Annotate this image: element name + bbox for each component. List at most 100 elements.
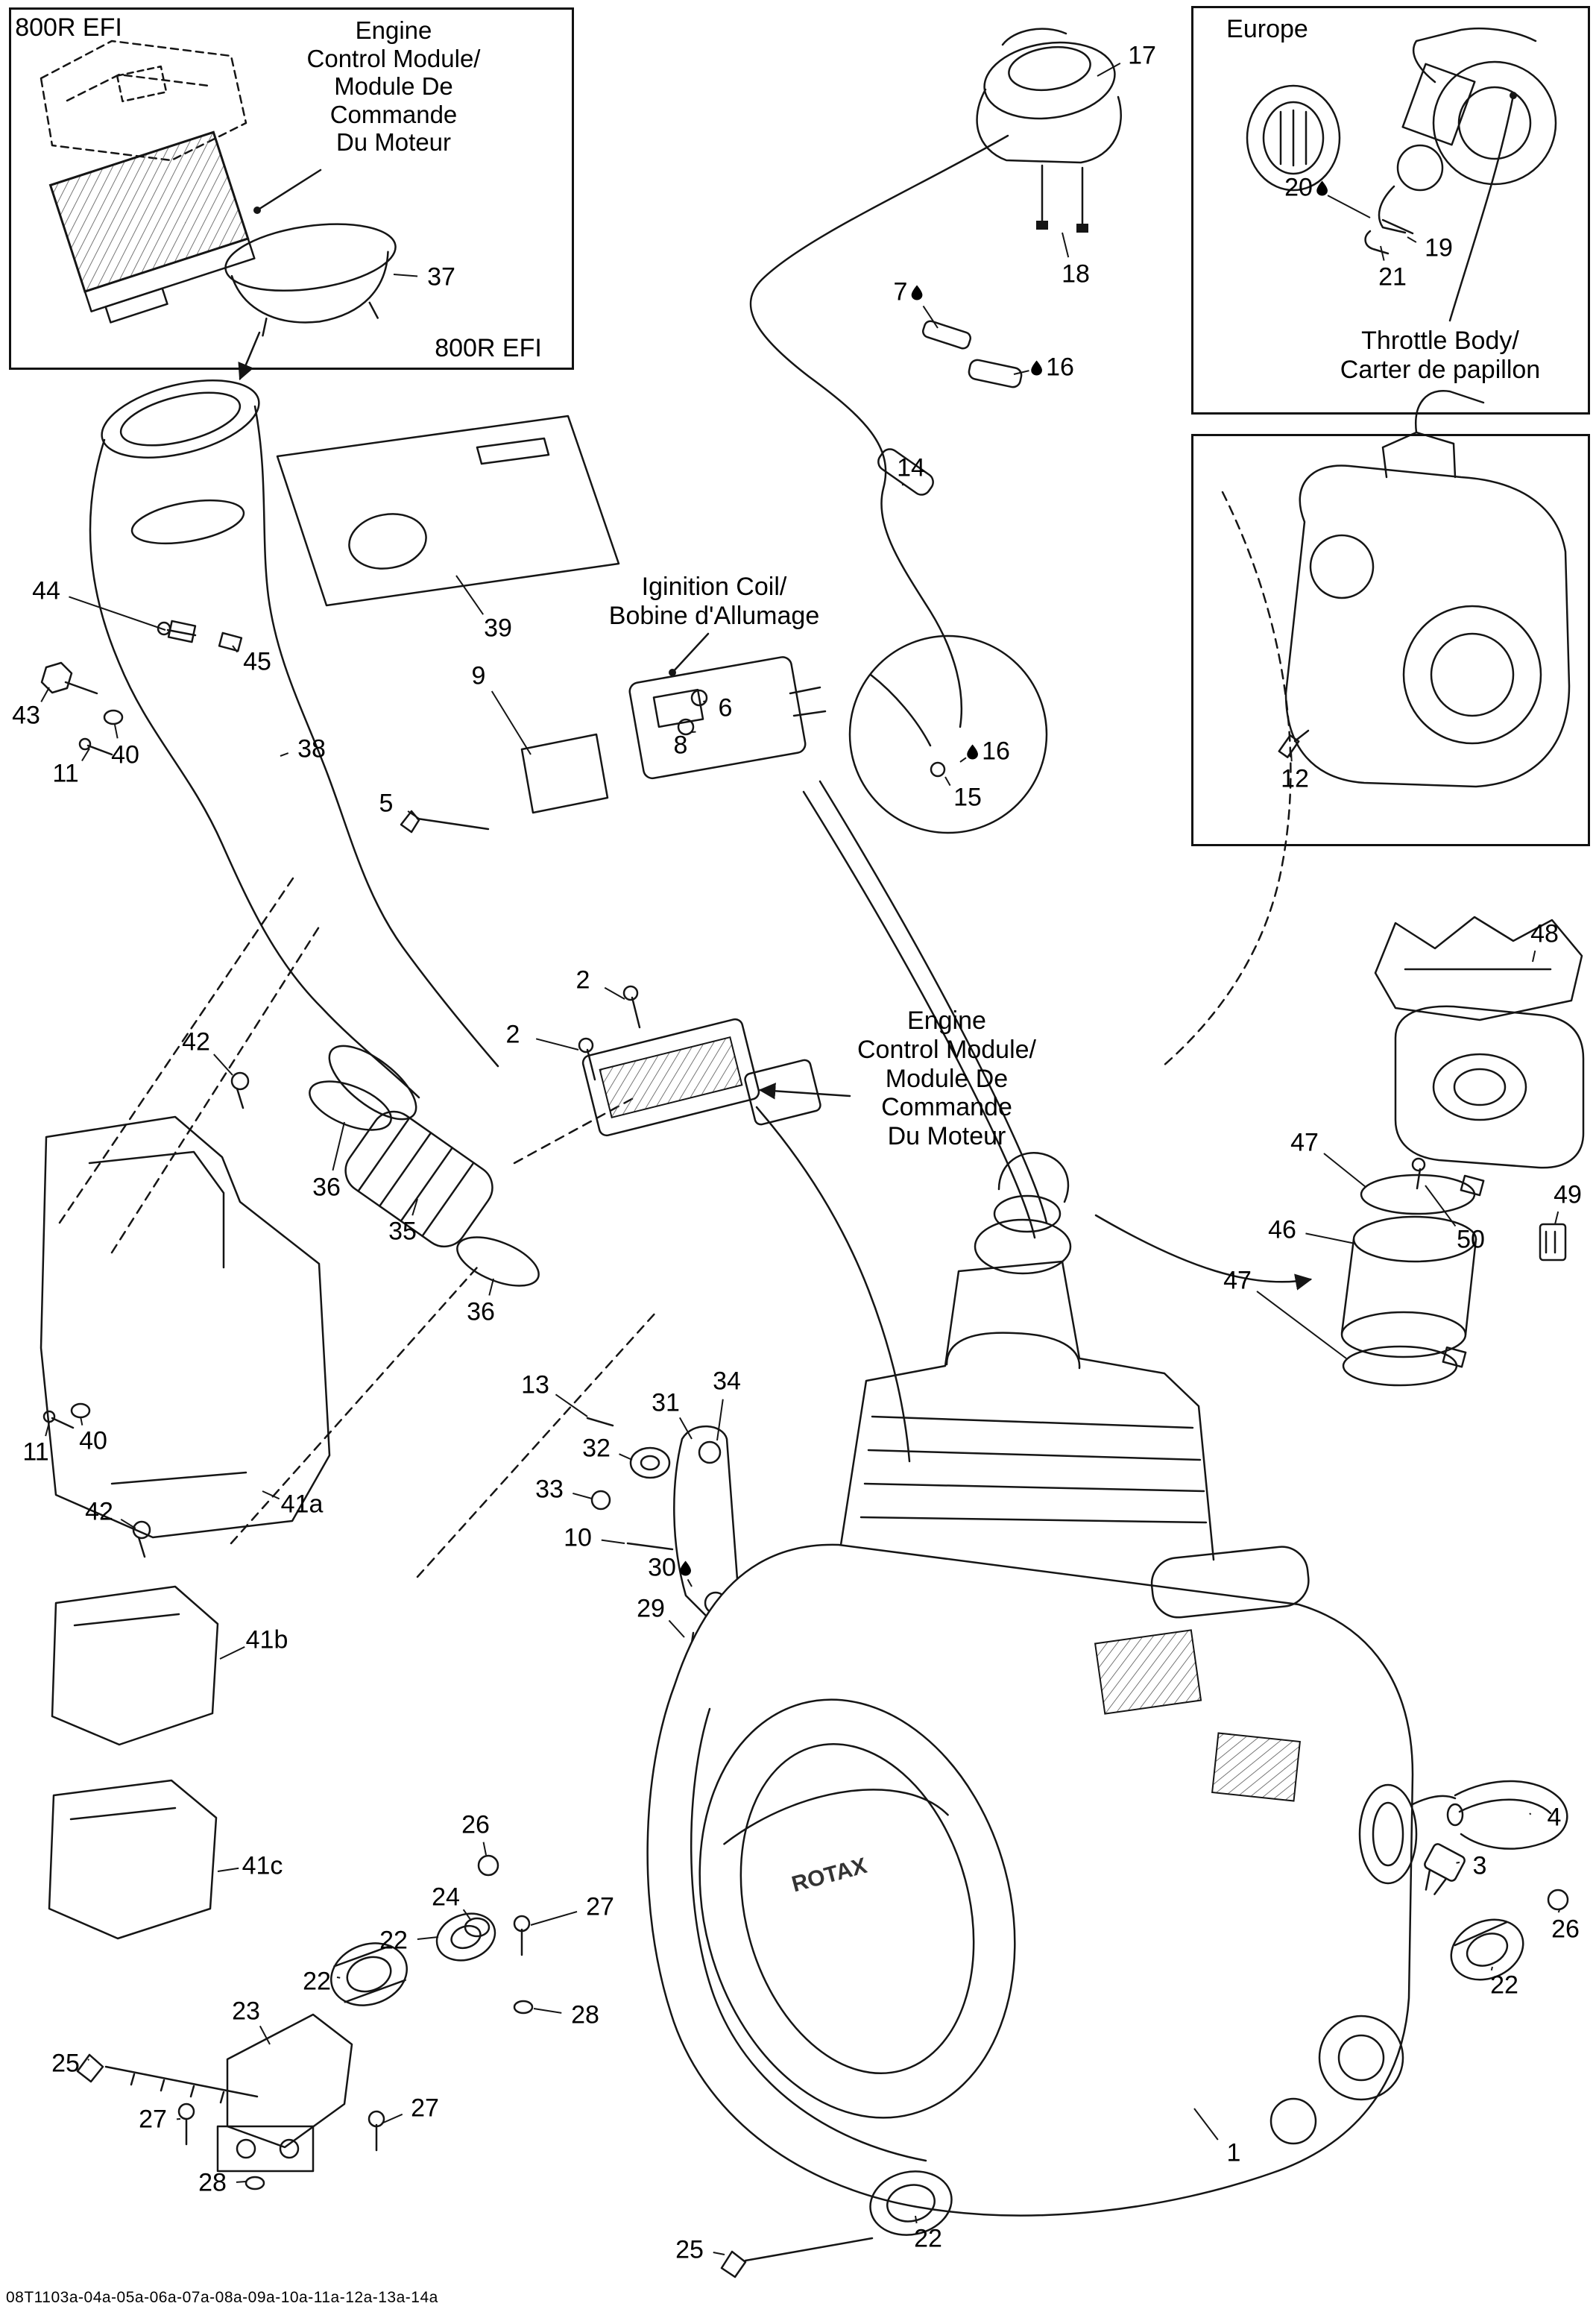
- callout-number: 22: [914, 2224, 942, 2253]
- oil-droplet-icon: [967, 744, 978, 759]
- intake-right-art: [1340, 916, 1585, 1387]
- leader-line-41c: [217, 1867, 239, 1872]
- ignition-coil-label-line: Bobine d'Allumage: [608, 601, 820, 630]
- callout-number: 7: [893, 277, 908, 306]
- ecm-main-label-line: Engine: [907, 1007, 986, 1035]
- callout-42: 42: [182, 1028, 210, 1057]
- label-europe: Europe: [1226, 15, 1308, 44]
- callout-number: 49: [1554, 1180, 1582, 1209]
- callout-number: 16: [982, 737, 1010, 766]
- callout-number: 19: [1425, 233, 1453, 262]
- callout-number: 48: [1530, 919, 1559, 948]
- leader-line-29: [668, 1619, 685, 1638]
- callout-number: 28: [571, 2000, 599, 2029]
- engine-art: ROTAX: [646, 1152, 1457, 2217]
- label-800r-efi-bottom: 800R EFI: [435, 334, 542, 363]
- callout-number: 44: [32, 576, 60, 605]
- leader-line-44: [69, 596, 166, 631]
- engine-side-view-art: [1278, 389, 1571, 788]
- callout-number: 42: [182, 1027, 210, 1056]
- callout-24: 24: [432, 1883, 460, 1912]
- callout-26: 26: [461, 1811, 490, 1840]
- callout-number: 28: [198, 2168, 227, 2197]
- callout-30: 30: [648, 1554, 691, 1583]
- callout-5: 5: [379, 790, 394, 819]
- callout-25: 25: [51, 2050, 80, 2079]
- leader-line-12: [1290, 751, 1293, 762]
- throttle-body-caption-line: Carter de papillon: [1340, 355, 1541, 384]
- leader-line-43: [40, 687, 50, 702]
- callout-number: 17: [1128, 41, 1156, 70]
- ecm-inset-title-line: Engine: [355, 16, 432, 44]
- callout-47: 47: [1223, 1267, 1252, 1296]
- callout-21: 21: [1378, 263, 1407, 292]
- leader-line-34: [716, 1399, 724, 1441]
- leader-line-22: [336, 1977, 341, 1979]
- oil-droplet-icon: [1316, 180, 1328, 195]
- callout-number: 2: [505, 1020, 520, 1049]
- callout-number: 37: [427, 262, 455, 292]
- leader-line-11: [81, 748, 90, 762]
- callout-33: 33: [535, 1475, 564, 1505]
- leader-line-22: [915, 2215, 918, 2224]
- callout-29: 29: [637, 1595, 665, 1624]
- callout-number: 26: [1551, 1915, 1580, 1944]
- callout-number: 21: [1378, 262, 1407, 292]
- boot-art: [132, 1071, 540, 1558]
- leader-line-40: [114, 724, 119, 739]
- callout-39: 39: [484, 614, 512, 643]
- callout-15: 15: [953, 784, 982, 813]
- leader-line-27: [381, 2113, 403, 2124]
- callout-number: 24: [432, 1883, 460, 1912]
- throttle-body-caption: Throttle Body/Carter de papillon: [1340, 327, 1540, 385]
- callout-number: 47: [1223, 1266, 1252, 1295]
- callout-22: 22: [303, 1968, 331, 1997]
- ecm-inset-title-line: Control Module/: [306, 44, 481, 72]
- callout-1: 1: [1227, 2139, 1241, 2168]
- callout-number: 34: [713, 1367, 741, 1396]
- callout-11: 11: [22, 1438, 48, 1467]
- leader-line-2: [535, 1038, 579, 1051]
- callout-number: 40: [79, 1426, 107, 1455]
- callout-44: 44: [32, 577, 60, 606]
- callout-number: 6: [718, 693, 733, 722]
- callout-38: 38: [297, 735, 326, 764]
- leader-line-26: [482, 1842, 487, 1856]
- callout-47: 47: [1290, 1129, 1319, 1158]
- callout-40: 40: [79, 1427, 107, 1456]
- callout-number: 3: [1472, 1851, 1487, 1880]
- inset-box-ecm: [9, 7, 574, 370]
- throttle-cable-art: [749, 134, 1048, 834]
- callout-number: 14: [897, 453, 925, 482]
- label-800r-efi-top-line: 800R EFI: [15, 13, 122, 42]
- callout-number: 43: [12, 701, 40, 730]
- callout-number: 27: [586, 1892, 614, 1921]
- callout-number: 27: [139, 2105, 167, 2134]
- callout-16: 16: [1031, 353, 1074, 382]
- drawing-number: 08T1103a-04a-05a-06a-07a-08a-09a-10a-11a…: [6, 2289, 438, 2306]
- callout-49: 49: [1554, 1181, 1582, 1210]
- label-800r-efi-top: 800R EFI: [15, 13, 122, 42]
- callout-6: 6: [719, 694, 733, 723]
- leader-line-5: [407, 810, 420, 819]
- callout-22: 22: [379, 1927, 408, 1956]
- callout-46: 46: [1268, 1216, 1296, 1245]
- leader-line-25: [87, 2059, 90, 2062]
- leader-line-2: [604, 986, 625, 1000]
- callout-26: 26: [1551, 1915, 1580, 1944]
- leader-line-47: [1256, 1291, 1347, 1359]
- callout-number: 18: [1062, 259, 1090, 289]
- ecm-inset-art: [40, 40, 397, 381]
- callout-27: 27: [586, 1893, 614, 1922]
- leader-line-46: [1305, 1232, 1356, 1244]
- callout-27: 27: [411, 2094, 439, 2123]
- oil-droplet-icon: [911, 285, 923, 300]
- callout-42: 42: [85, 1498, 113, 1527]
- leader-line-22: [417, 1936, 439, 1941]
- callout-41a: 41a: [281, 1490, 324, 1519]
- callout-40: 40: [111, 741, 139, 770]
- callout-48: 48: [1530, 920, 1559, 949]
- label-europe-line: Europe: [1226, 15, 1308, 43]
